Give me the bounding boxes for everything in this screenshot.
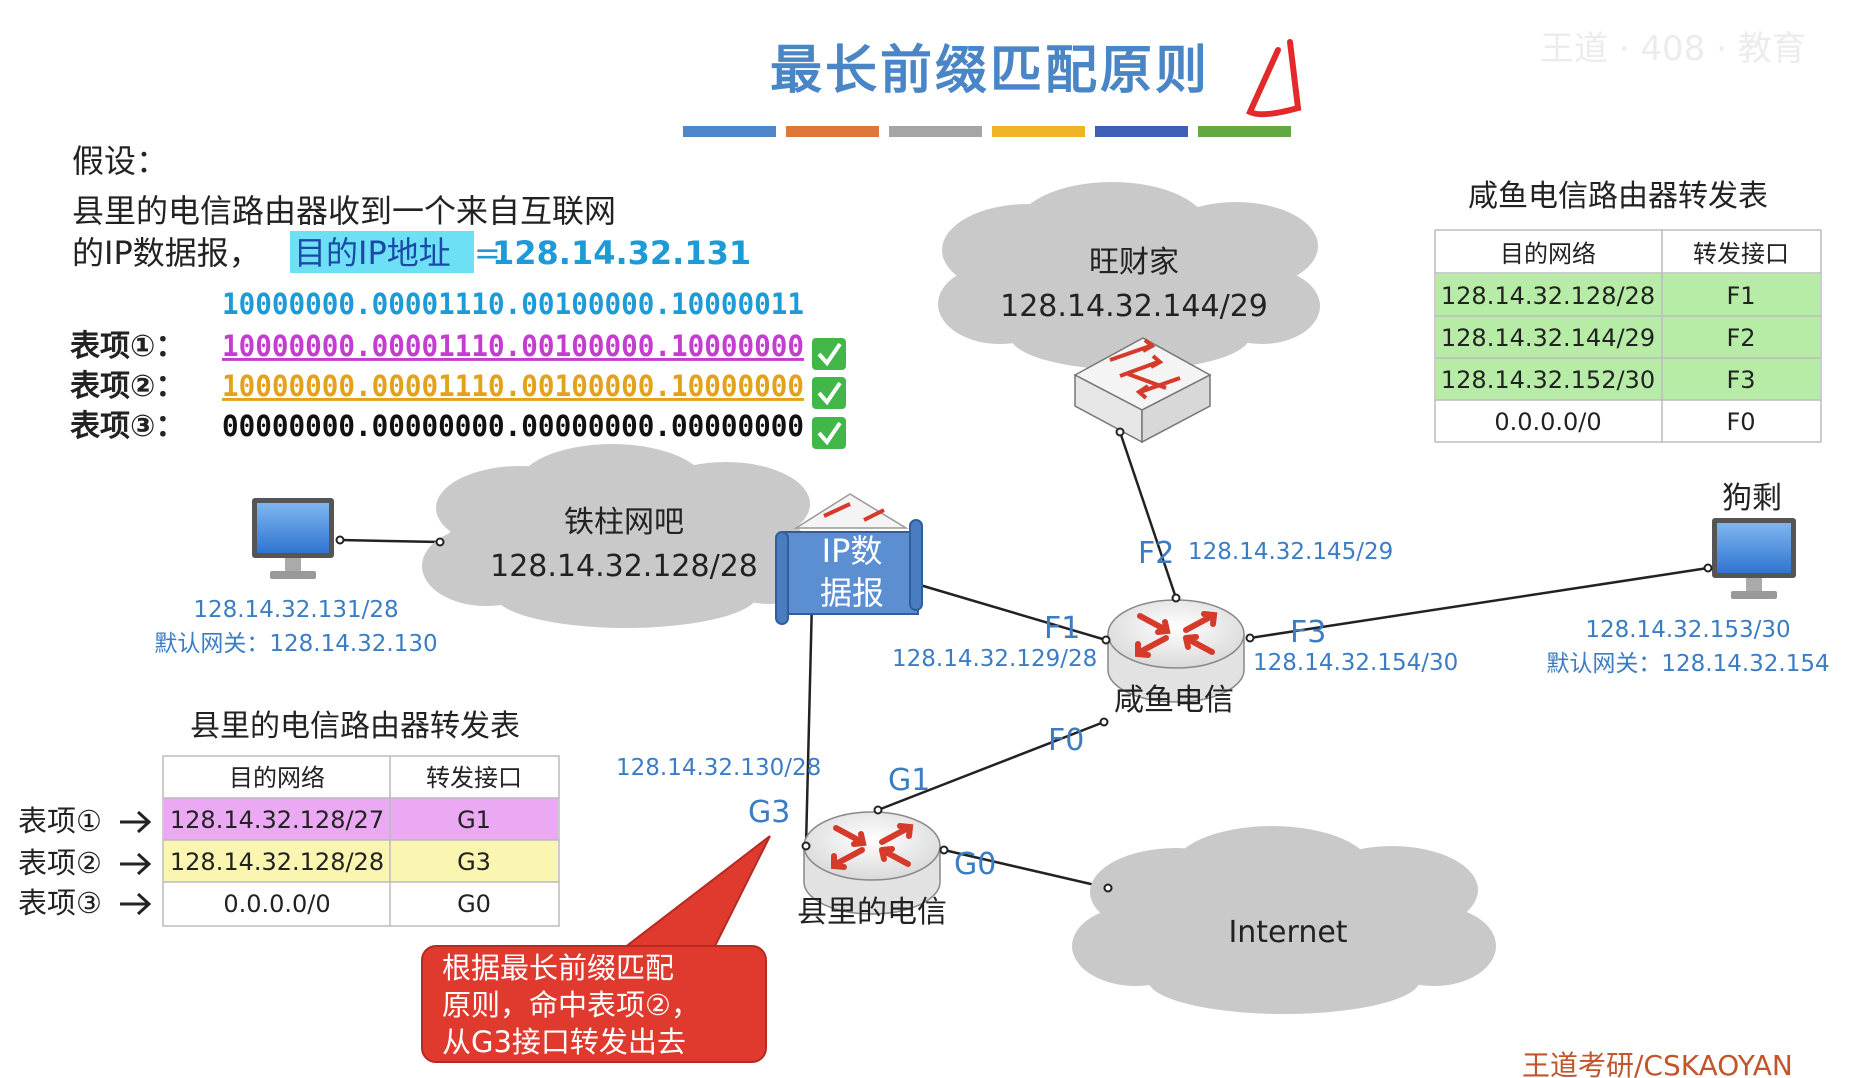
- router-xianyu-name: 咸鱼电信: [1114, 683, 1234, 718]
- assume-line1: 县里的电信路由器收到一个来自互联网: [72, 192, 616, 230]
- title-bar-segment: [1095, 126, 1188, 137]
- wangcaijia-subnet: 128.14.32.144/29: [1000, 289, 1268, 324]
- tiezhu-name: 铁柱网吧: [564, 505, 684, 540]
- wangcaijia-name: 旺财家: [1089, 245, 1179, 280]
- title-bar-segment: [889, 126, 982, 137]
- dest-ip-value: 128.14.32.131: [492, 234, 751, 272]
- title-bar-segment: [786, 126, 879, 137]
- pc-left-gateway: 默认网关：128.14.32.130: [154, 631, 437, 657]
- entry2-check-icon: [812, 377, 846, 409]
- xianyu-row1-port: F1: [1726, 282, 1755, 310]
- router-county-icon: [803, 811, 941, 915]
- county-header-port: 转发接口: [426, 764, 522, 792]
- port-g0-label: G0: [954, 847, 996, 882]
- ip-datagram-icon: [775, 493, 923, 625]
- county-table-title: 县里的电信路由器转发表: [190, 709, 520, 744]
- port-g3-ip: 128.14.32.130/28: [616, 755, 821, 781]
- county-row2-port: G3: [457, 848, 491, 876]
- internet-name: Internet: [1228, 915, 1347, 950]
- xianyu-row3-port: F3: [1726, 366, 1755, 394]
- port-f3-ip: 128.14.32.154/30: [1253, 650, 1458, 676]
- xianyu-row4-net: 0.0.0.0/0: [1494, 408, 1601, 436]
- switch-icon: [1073, 337, 1212, 444]
- port-g3-label: G3: [748, 795, 790, 830]
- entry3-label: 表项③：: [70, 409, 185, 444]
- pc-right-gateway: 默认网关：128.14.32.154: [1546, 651, 1829, 677]
- port-f3-label: F3: [1290, 615, 1326, 650]
- county-row1-net: 128.14.32.128/27: [170, 806, 384, 834]
- county-row3-marker: 表项③: [18, 886, 102, 920]
- port-f2-label: F2: [1138, 536, 1174, 571]
- router-xianyu-icon: [1107, 599, 1245, 703]
- assume-heading: 假设：: [72, 142, 168, 180]
- pc-right-ip: 128.14.32.153/30: [1585, 617, 1790, 643]
- port-f2-ip: 128.14.32.145/29: [1188, 539, 1393, 565]
- county-forwarding-table: 目的网络 转发接口 128.14.32.128/27 G1 128.14.32.…: [162, 755, 560, 927]
- dest-ip-equals: =: [474, 234, 501, 272]
- ip-datagram-line1: IP数: [822, 532, 883, 570]
- pc-left-monitor-icon: [252, 498, 334, 579]
- entry3-binary: 00000000.00000000.00000000.00000000: [222, 409, 804, 443]
- port-f1-label: F1: [1044, 611, 1080, 646]
- router-county-name: 县里的电信: [797, 895, 947, 930]
- county-header-net: 目的网络: [229, 764, 325, 792]
- xianyu-row1-net: 128.14.32.128/28: [1441, 282, 1655, 310]
- port-f1-ip: 128.14.32.129/28: [892, 646, 1097, 672]
- port-g1-label: G1: [888, 763, 930, 798]
- county-row2-net: 128.14.32.128/28: [170, 848, 384, 876]
- xianyu-row4-port: F0: [1726, 408, 1755, 436]
- title-bar-segment: [1198, 126, 1291, 137]
- row-arrow-icon: [120, 810, 152, 916]
- pc-right-name: 狗剩: [1722, 481, 1782, 516]
- cloud-wangcaijia: [938, 182, 1320, 370]
- county-row1-marker: 表项①: [18, 804, 102, 838]
- dest-ip-highlight: [290, 231, 474, 273]
- dest-ip-label: 目的IP地址: [294, 234, 451, 272]
- ip-datagram-line2: 据报: [820, 574, 884, 612]
- callout-line3: 从G3接口转发出去: [442, 1025, 686, 1059]
- dest-ip-binary: 10000000.00001110.00100000.10000011: [222, 287, 804, 321]
- title-bar-segment: [683, 126, 776, 137]
- cloud-internet: [1072, 826, 1496, 1014]
- entry2-label: 表项②：: [70, 369, 185, 404]
- pc-left-ip: 128.14.32.131/28: [193, 597, 398, 623]
- county-row3-net: 0.0.0.0/0: [223, 890, 330, 918]
- watermark-top: 王道 · 408 · 教育: [1540, 29, 1806, 69]
- link-endpoints: [335, 427, 1713, 893]
- entry1-label: 表项①：: [70, 329, 185, 364]
- pc-right-monitor-icon: [1712, 518, 1796, 599]
- title-bar-segment: [992, 126, 1085, 137]
- xianyu-table-title: 咸鱼电信路由器转发表: [1468, 179, 1768, 214]
- watermark-bottom: 王道考研/CSKAOYAN: [1522, 1049, 1793, 1078]
- title-color-bar: [683, 126, 1291, 137]
- callout-line1: 根据最长前缀匹配: [442, 951, 674, 985]
- entry3-check-icon: [812, 417, 846, 449]
- county-row3-port: G0: [457, 890, 491, 918]
- entry1-check-icon: [812, 338, 846, 370]
- network-links: [339, 431, 1709, 890]
- xianyu-header-port: 转发接口: [1693, 240, 1789, 268]
- entry2-binary: 10000000.00001110.00100000.10000000: [222, 369, 804, 403]
- xianyu-header-net: 目的网络: [1500, 240, 1596, 268]
- pen-mark-icon: [1246, 39, 1302, 118]
- xianyu-row2-port: F2: [1726, 324, 1755, 352]
- page-title: 最长前缀匹配原则: [770, 41, 1210, 101]
- tiezhu-subnet: 128.14.32.128/28: [490, 549, 758, 584]
- assume-line2: 的IP数据报，: [72, 234, 261, 272]
- callout-line2: 原则，命中表项②，: [442, 988, 700, 1022]
- callout-bubble: [421, 835, 771, 1063]
- entry1-binary: 10000000.00001110.00100000.10000000: [222, 329, 804, 363]
- cloud-tiezhu: [422, 444, 830, 628]
- county-row1-port: G1: [457, 806, 491, 834]
- county-row2-marker: 表项②: [18, 846, 102, 880]
- xianyu-forwarding-table: 目的网络 转发接口 128.14.32.128/28 F1 128.14.32.…: [1434, 229, 1822, 443]
- port-f0-label: F0: [1048, 723, 1084, 758]
- xianyu-row3-net: 128.14.32.152/30: [1441, 366, 1655, 394]
- xianyu-row2-net: 128.14.32.144/29: [1441, 324, 1655, 352]
